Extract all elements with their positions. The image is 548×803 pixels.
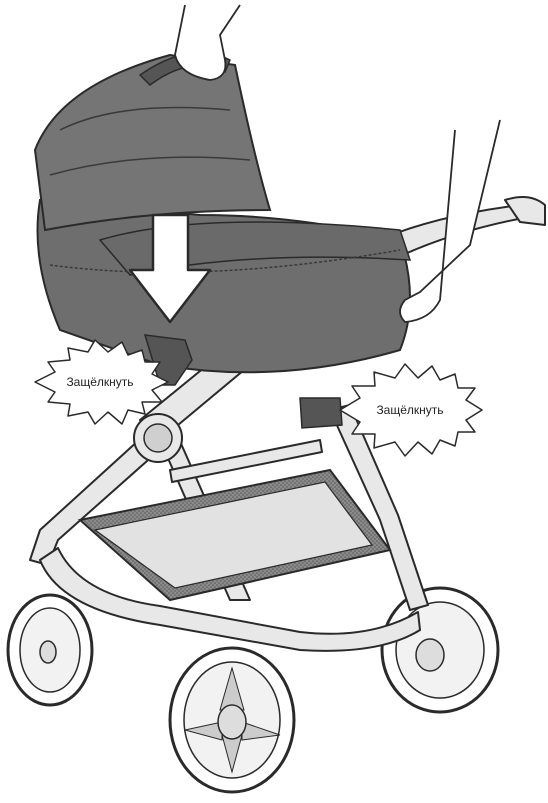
front-left-wheel: [8, 595, 92, 705]
click-label-left: Защёлкнуть: [66, 375, 133, 389]
frame-hub-joint: [134, 414, 182, 462]
front-right-wheel: [170, 648, 294, 792]
click-label-right: Защёлкнуть: [376, 403, 443, 417]
storage-basket: [80, 470, 390, 600]
rear-right-wheel: [382, 588, 498, 712]
